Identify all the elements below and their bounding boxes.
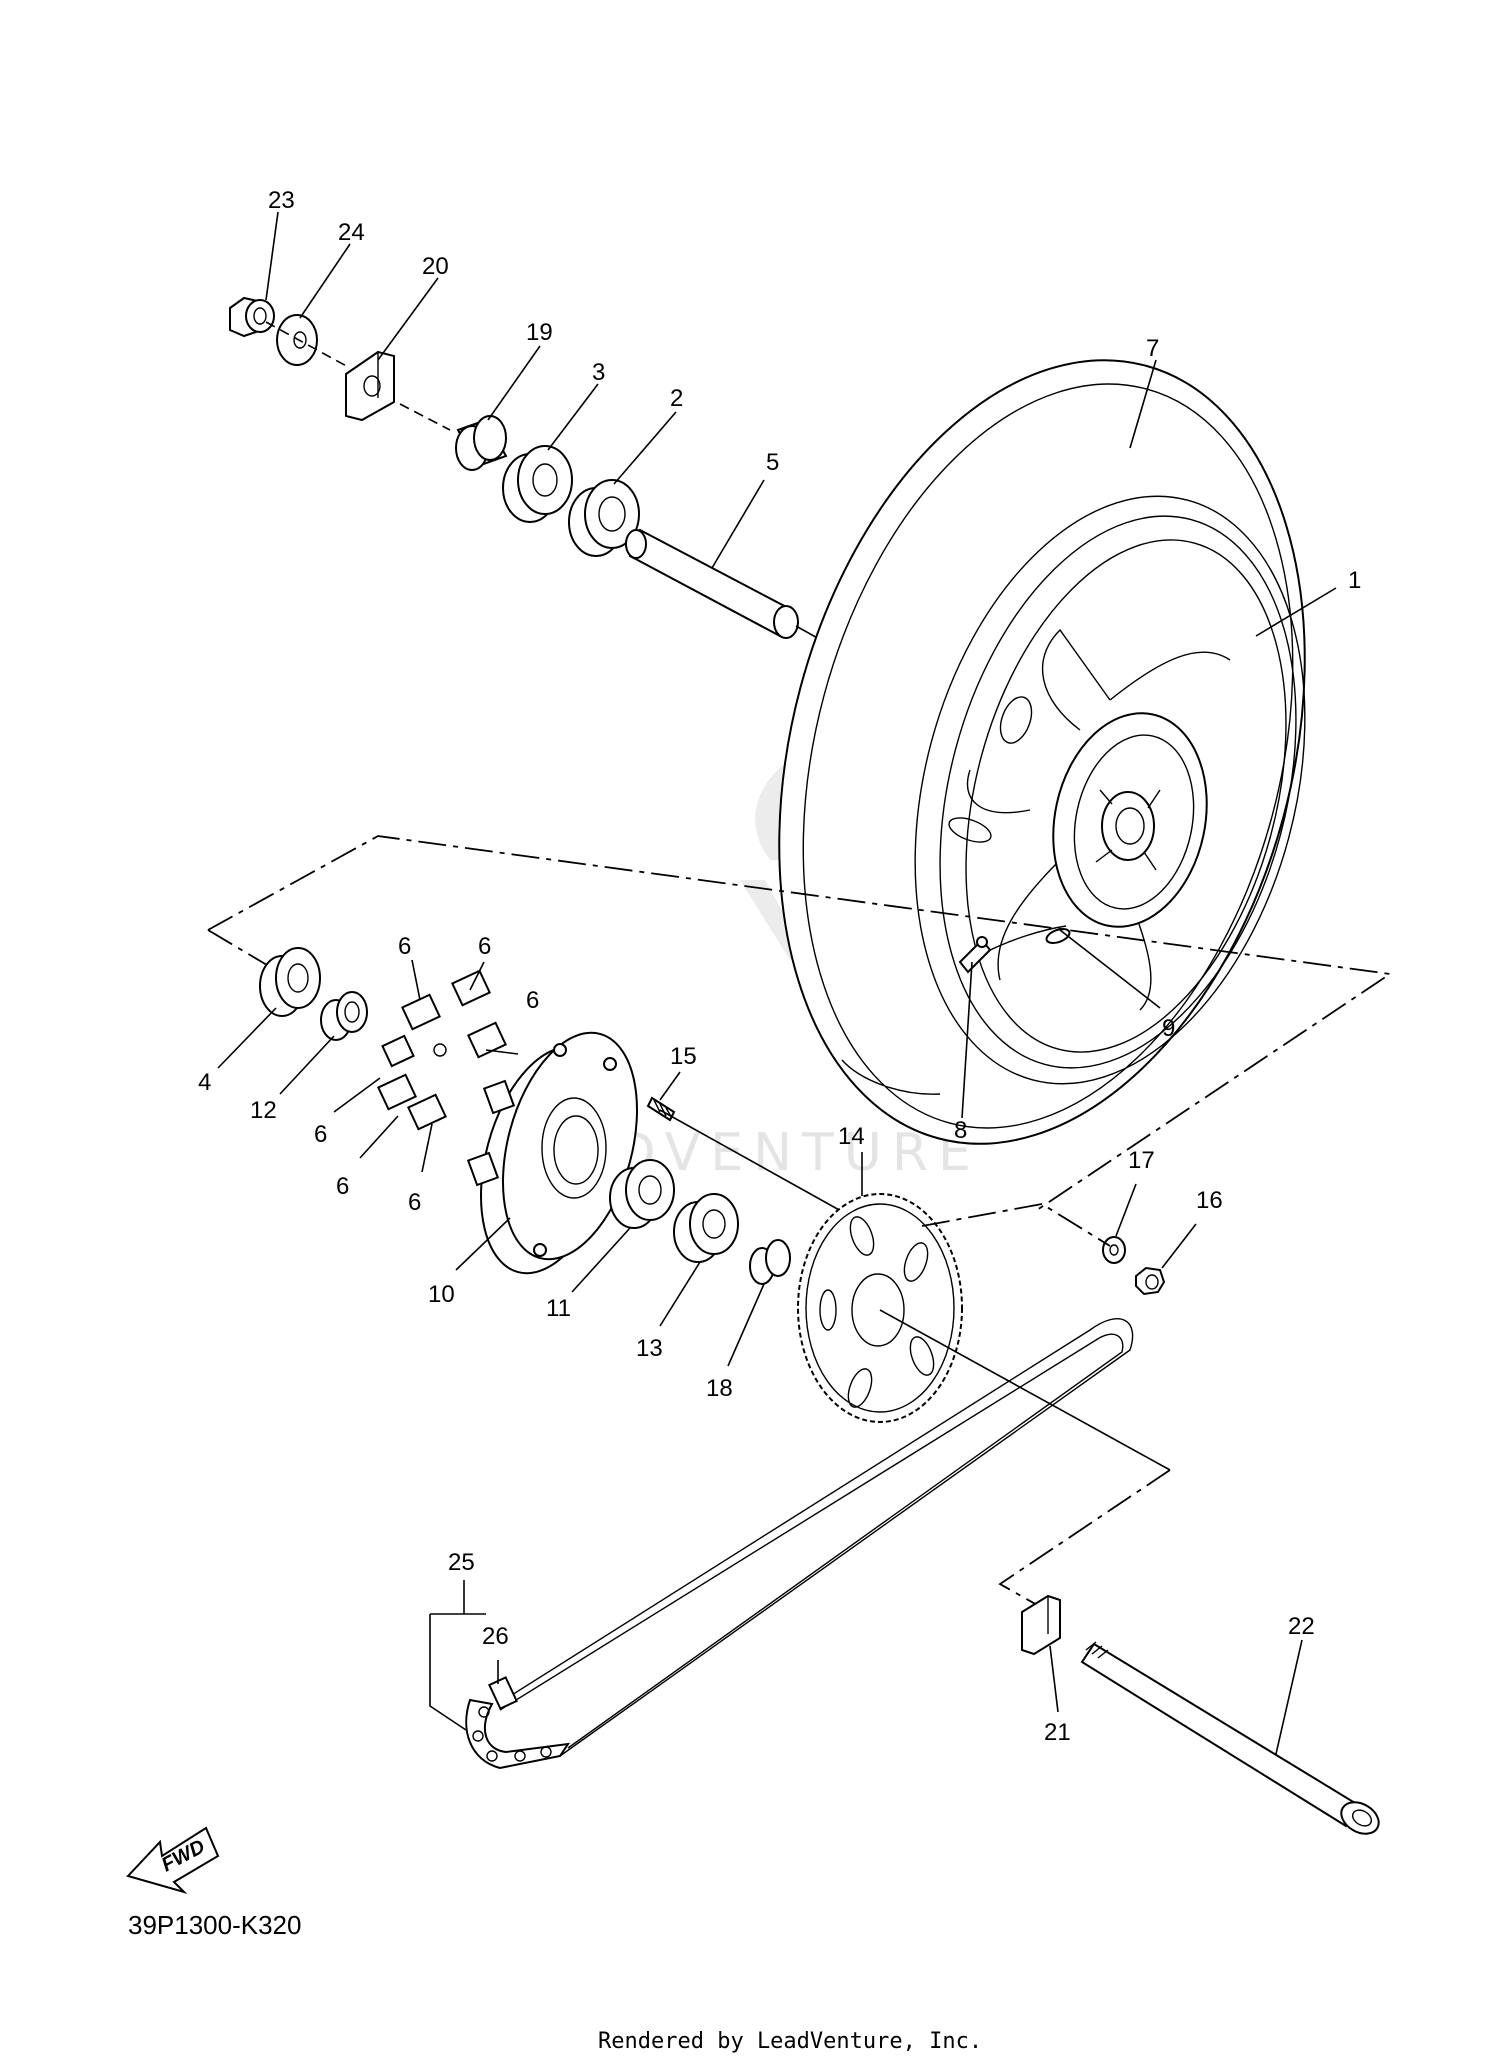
part-9-valve[interactable] xyxy=(985,925,1071,953)
part-26-chain-joint[interactable] xyxy=(488,1676,518,1710)
part-12-collar[interactable] xyxy=(320,991,368,1041)
callout-6d[interactable]: 6 xyxy=(314,1121,327,1148)
assembly-boundary-hub xyxy=(207,835,1393,1213)
part-6-damper-group[interactable] xyxy=(377,969,507,1131)
callout-23[interactable]: 23 xyxy=(268,187,295,214)
callout-6a[interactable]: 6 xyxy=(398,933,411,960)
callout-18[interactable]: 18 xyxy=(706,1375,733,1402)
part-3-bearing[interactable] xyxy=(502,445,573,523)
assembly-boundary-lower xyxy=(998,1469,1171,1611)
callout-20[interactable]: 20 xyxy=(422,253,449,280)
watermark: ADVENTURE xyxy=(570,760,971,1183)
callout-21[interactable]: 21 xyxy=(1044,1719,1071,1746)
callout-12[interactable]: 12 xyxy=(250,1097,277,1124)
part-8-weight[interactable] xyxy=(958,936,992,974)
callout-25[interactable]: 25 xyxy=(448,1549,475,1576)
callout-9[interactable]: 9 xyxy=(1162,1015,1175,1042)
axis-line-hub xyxy=(659,1109,851,1217)
part-16-nut[interactable] xyxy=(1135,1266,1166,1296)
callout-13[interactable]: 13 xyxy=(636,1335,663,1362)
part-13-bearing[interactable] xyxy=(673,1193,739,1263)
part-10-clutch-hub[interactable] xyxy=(458,1018,660,1288)
callout-2[interactable]: 2 xyxy=(670,385,683,412)
part-22-axle[interactable] xyxy=(1080,1641,1384,1840)
callout-26[interactable]: 26 xyxy=(482,1623,509,1650)
fwd-arrow-icon: FWD xyxy=(126,1826,220,1895)
part-code: 39P1300-K320 xyxy=(128,1910,301,1940)
assembly-boundary-left xyxy=(207,929,273,969)
part-20-adjuster[interactable] xyxy=(345,350,395,422)
callout-4[interactable]: 4 xyxy=(198,1069,211,1096)
callout-7[interactable]: 7 xyxy=(1146,335,1159,362)
axis-line-top-2 xyxy=(399,403,451,431)
callout-10[interactable]: 10 xyxy=(428,1281,455,1308)
callout-16[interactable]: 16 xyxy=(1196,1187,1223,1214)
part-21-adjuster[interactable] xyxy=(1021,1594,1061,1656)
callout-24[interactable]: 24 xyxy=(338,219,365,246)
callout-22[interactable]: 22 xyxy=(1288,1613,1315,1640)
part-2-bearing[interactable] xyxy=(568,479,640,557)
bracket-25-26 xyxy=(429,1580,499,1731)
axis-line-sprocket xyxy=(879,1309,1171,1471)
callout-17[interactable]: 17 xyxy=(1128,1147,1155,1174)
part-4-oil-seal[interactable] xyxy=(259,947,321,1017)
render-credit: Rendered by LeadVenture, Inc. xyxy=(598,2029,982,2054)
callout-6c[interactable]: 6 xyxy=(526,987,539,1014)
callout-5[interactable]: 5 xyxy=(766,449,779,476)
callout-6e[interactable]: 6 xyxy=(336,1173,349,1200)
part-11-bearing[interactable] xyxy=(609,1159,675,1229)
part-7-tire[interactable] xyxy=(697,301,1387,1203)
part-24-washer[interactable] xyxy=(276,314,318,366)
leader-lines xyxy=(217,211,1337,1755)
part-5-spacer[interactable] xyxy=(625,528,799,639)
assembly-boundary-sprocket xyxy=(921,1203,1111,1247)
part-23-nut[interactable] xyxy=(229,296,275,338)
part-19-collar[interactable] xyxy=(455,415,508,471)
callout-15[interactable]: 15 xyxy=(670,1043,697,1070)
callout-14[interactable]: 14 xyxy=(838,1123,865,1150)
part-25-chain[interactable] xyxy=(465,1318,1134,1770)
callout-11[interactable]: 11 xyxy=(546,1295,571,1322)
callout-6f[interactable]: 6 xyxy=(408,1189,421,1216)
part-18-collar[interactable] xyxy=(749,1239,791,1285)
callout-labels: 23 24 20 19 3 2 5 7 1 9 8 4 12 6 6 6 6 6… xyxy=(198,187,1361,1746)
callout-8[interactable]: 8 xyxy=(954,1117,967,1144)
callout-6b[interactable]: 6 xyxy=(478,933,491,960)
part-15-stud[interactable] xyxy=(646,1096,676,1122)
part-14-sprocket[interactable] xyxy=(797,1193,963,1423)
part-1-rim[interactable] xyxy=(854,452,1367,1127)
callout-3[interactable]: 3 xyxy=(592,359,605,386)
callout-1[interactable]: 1 xyxy=(1348,567,1361,594)
part-17-washer[interactable] xyxy=(1102,1236,1126,1264)
callout-19[interactable]: 19 xyxy=(526,319,553,346)
